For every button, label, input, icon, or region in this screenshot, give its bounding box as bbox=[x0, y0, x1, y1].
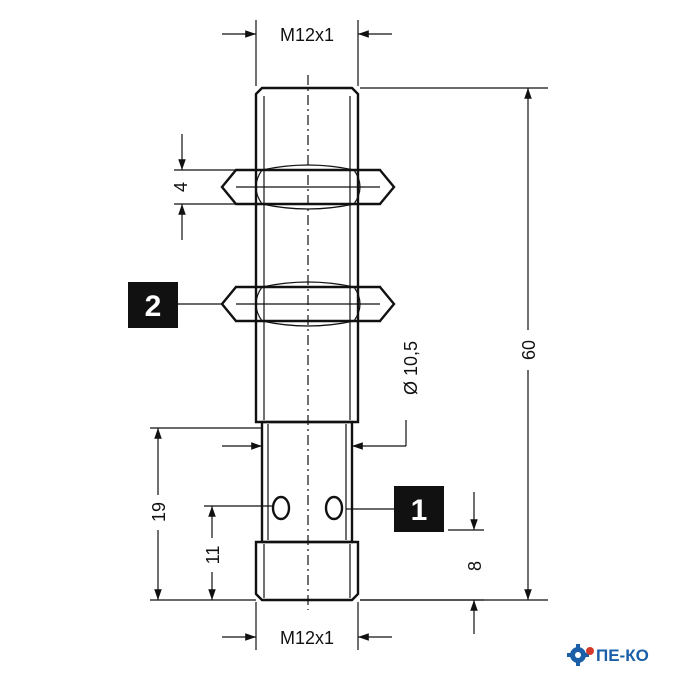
dimension-overall-length: 60 bbox=[360, 87, 548, 601]
lower-threaded-end bbox=[254, 540, 360, 602]
thread-bottom-label: M12x1 bbox=[280, 628, 334, 648]
slot-length-label: 11 bbox=[203, 546, 223, 565]
dimension-led-offset: 8 bbox=[360, 492, 485, 634]
upper-threaded-body bbox=[254, 86, 360, 424]
dimension-thread-bottom: M12x1 bbox=[222, 602, 392, 650]
sensor-head-body bbox=[260, 420, 354, 544]
thread-top-label: M12x1 bbox=[280, 25, 334, 45]
head-length-label: 19 bbox=[149, 502, 169, 522]
callout-1: 1 bbox=[346, 486, 444, 532]
dimension-nut-thickness: 4 bbox=[171, 134, 236, 240]
dimension-diameter: Ø 10,5 bbox=[222, 341, 421, 450]
nut-thickness-label: 4 bbox=[171, 182, 191, 192]
dimension-thread-top: M12x1 bbox=[222, 20, 392, 86]
diameter-label: Ø 10,5 bbox=[401, 341, 421, 395]
led-offset-label: 8 bbox=[465, 561, 485, 571]
led-window-left bbox=[271, 495, 291, 521]
brand-logo: ПЕ-КО bbox=[567, 644, 649, 666]
callout-2-label: 2 bbox=[145, 290, 162, 323]
logo-text: ПЕ-КО bbox=[596, 646, 649, 665]
dimension-led-position: 11 bbox=[203, 505, 272, 600]
lock-nut-upper bbox=[220, 164, 396, 210]
gear-icon bbox=[567, 644, 594, 666]
led-window-right bbox=[324, 495, 344, 521]
dimension-head-length: 19 bbox=[149, 427, 262, 601]
callout-1-label: 1 bbox=[411, 494, 428, 527]
overall-length-label: 60 bbox=[519, 340, 539, 360]
callout-2: 2 bbox=[128, 282, 222, 328]
